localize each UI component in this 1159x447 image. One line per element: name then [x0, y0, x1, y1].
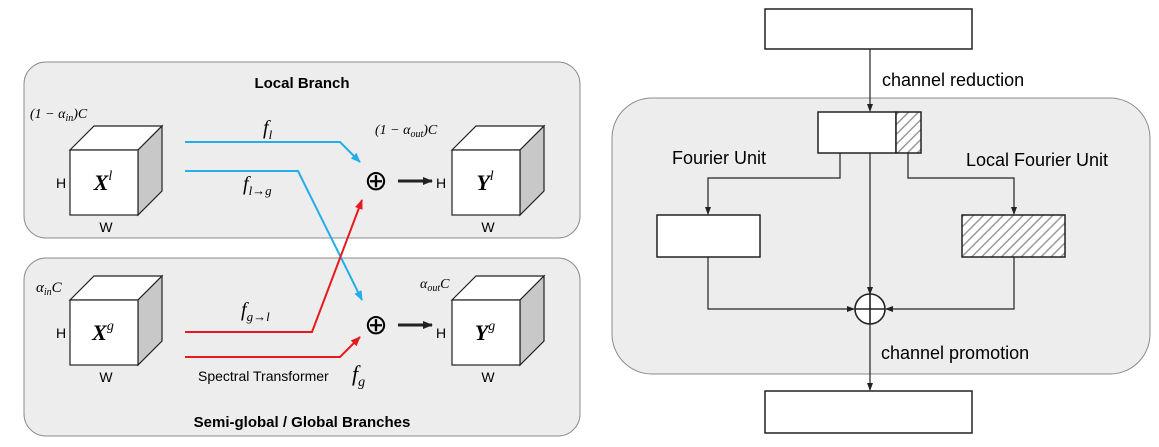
global-output-channels: α	[420, 277, 428, 292]
global-output-channels-tail: C	[440, 277, 450, 292]
spectral-transformer-panel	[611, 97, 1151, 375]
local-input-symbol: X	[93, 170, 110, 195]
local-input-w-label: W	[99, 219, 113, 235]
svg-text:Yg: Yg	[475, 319, 495, 345]
fourier-unit-to-sum-arrow	[707, 257, 855, 312]
channel-promotion-label: channel promotion	[881, 343, 1029, 363]
global-output-cube: Yg H W αoutC	[420, 274, 546, 385]
split-box-hatched	[895, 111, 922, 154]
svg-text:fl→g: fl→g	[243, 173, 272, 198]
f-l-to-g-label: f	[243, 173, 251, 195]
spectral-transformer-label: Spectral Transformer	[198, 368, 329, 384]
fourier-unit-label: Fourier Unit	[672, 148, 766, 168]
f-l-arrow	[185, 141, 361, 163]
local-fourier-unit-to-sum-arrow	[885, 257, 1015, 312]
f-g-to-l-arrow	[185, 199, 363, 333]
fourier-unit-branch-arrow	[705, 153, 841, 215]
global-input-sup: g	[107, 319, 114, 334]
global-input-symbol: X	[91, 320, 108, 345]
global-output-channels-sub: out	[427, 283, 440, 294]
local-input-channels: (1 − α	[30, 107, 66, 122]
local-output-h-label: H	[436, 175, 446, 191]
f-g-arrow	[185, 336, 361, 358]
global-branch-panel	[23, 257, 581, 437]
local-output-w-label: W	[481, 219, 495, 235]
svg-text:Yl: Yl	[476, 169, 493, 195]
f-g-sub: g	[358, 375, 365, 390]
global-output-sup: g	[488, 319, 495, 334]
global-output-h-label: H	[436, 325, 446, 341]
f-g-to-l-label: f	[241, 299, 249, 321]
f-l-label: f	[263, 117, 271, 139]
local-output-symbol: Y	[476, 170, 492, 195]
svg-text:αoutC: αoutC	[420, 277, 450, 294]
svg-text:fg→l: fg→l	[241, 299, 270, 324]
global-input-w-label: W	[99, 369, 113, 385]
global-output-symbol: Y	[475, 320, 491, 345]
svg-text:fg: fg	[352, 361, 365, 390]
global-input-h-label: H	[56, 325, 66, 341]
global-branch-title: Semi-global / Global Branches	[194, 414, 411, 431]
global-sum-symbol: ⊕	[364, 309, 387, 340]
f-l-to-g-sub: l→g	[249, 183, 273, 198]
local-output-channels-sub: out	[410, 129, 423, 140]
right-diagram: channel reduction Fourier Unit Local Fou…	[611, 8, 1151, 434]
local-sum-symbol: ⊕	[364, 165, 387, 196]
local-input-channels-tail: )C	[72, 107, 88, 122]
svg-text:fl: fl	[263, 117, 273, 142]
local-input-cube: Xl H W (1 − αin)C	[30, 107, 164, 235]
global-input-channels-sub: in	[44, 287, 52, 298]
global-input-channels: α	[36, 280, 45, 296]
local-output-cube: Yl H W (1 − αout)C	[375, 123, 546, 235]
local-input-sup: l	[108, 169, 112, 184]
local-branch-panel	[23, 61, 581, 239]
local-branch-title: Local Branch	[254, 75, 349, 92]
local-fourier-unit-label: Local Fourier Unit	[966, 150, 1108, 170]
output-box	[764, 390, 973, 434]
svg-text:(1 − αout)C: (1 − αout)C	[375, 123, 438, 140]
local-fourier-unit-box	[961, 214, 1066, 258]
split-box-white	[817, 111, 897, 154]
global-input-cube: Xg H W αinC	[36, 274, 164, 385]
local-input-h-label: H	[56, 175, 66, 191]
local-output-channels: (1 − α	[375, 123, 411, 138]
global-output-w-label: W	[481, 369, 495, 385]
f-l-sub: l	[269, 127, 273, 142]
svg-text:(1 − αin)C: (1 − αin)C	[30, 107, 88, 124]
svg-text:Xg: Xg	[91, 319, 114, 345]
local-output-sup: l	[490, 169, 494, 184]
f-g-label: f	[352, 361, 361, 386]
input-box	[764, 8, 973, 50]
sum-node	[854, 293, 886, 325]
local-input-channels-sub: in	[65, 113, 73, 124]
f-g-to-l-sub: g→l	[247, 309, 271, 324]
fourier-unit-box	[656, 214, 761, 258]
local-output-channels-tail: )C	[422, 123, 438, 138]
channel-reduction-label: channel reduction	[882, 70, 1024, 90]
global-input-channels-tail: C	[52, 280, 63, 296]
svg-text:Xl: Xl	[93, 169, 113, 195]
svg-text:αinC: αinC	[36, 280, 63, 298]
local-fourier-unit-branch-arrow	[907, 153, 1017, 215]
left-diagram: Local Branch Semi-global / Global Branch…	[23, 61, 581, 437]
